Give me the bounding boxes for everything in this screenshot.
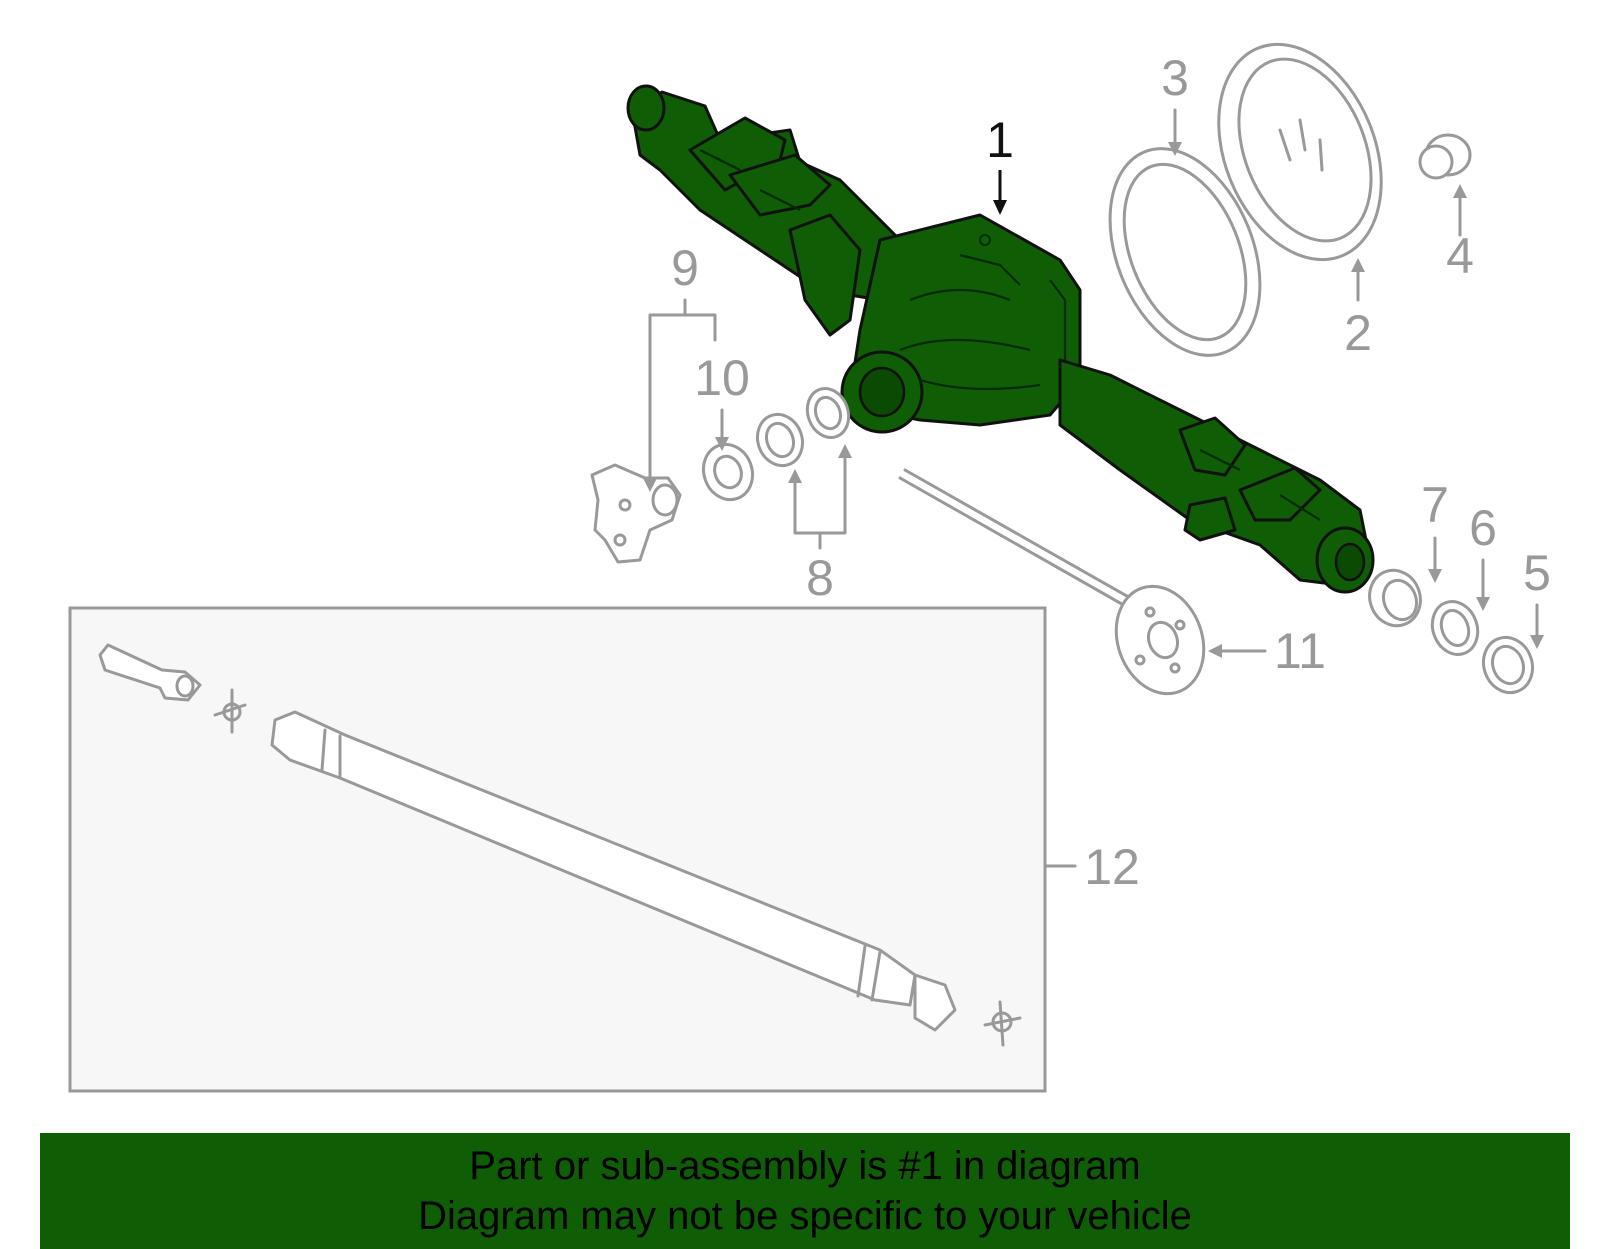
axle-housing-part-1[interactable]: [626, 84, 1375, 594]
callout-6: 6: [1469, 500, 1497, 556]
pinion-bearing-part-8a[interactable]: [750, 408, 809, 472]
axle-shaft-part-11[interactable]: [898, 468, 1218, 706]
callout-2: 2: [1344, 305, 1372, 361]
callout-5: 5: [1523, 545, 1551, 601]
fill-plug-part-4[interactable]: [1418, 133, 1472, 180]
banner-line-1: Part or sub-assembly is #1 in diagram: [469, 1144, 1141, 1188]
callout-8: 8: [806, 550, 834, 606]
callout-1: 1: [986, 112, 1014, 168]
differential-cover-part-2[interactable]: [1189, 20, 1412, 284]
axle-seal-part-5[interactable]: [1476, 630, 1540, 699]
banner-line-2: Diagram may not be specific to your vehi…: [418, 1194, 1192, 1238]
axle-seal-part-6[interactable]: [1425, 595, 1485, 661]
pinion-bearing-part-8b[interactable]: [801, 383, 856, 444]
pinion-yoke-part-9[interactable]: [590, 463, 682, 564]
drive-shaft-part-12[interactable]: [98, 643, 1022, 1047]
axle-bearing-part-7[interactable]: [1362, 563, 1428, 633]
part-notice-banner: Part or sub-assembly is #1 in diagram Di…: [40, 1133, 1570, 1249]
callout-4: 4: [1446, 228, 1474, 284]
callout-10: 10: [694, 350, 750, 406]
callout-9: 9: [671, 240, 699, 296]
leader-lines: [643, 108, 1544, 868]
cover-gasket-part-3[interactable]: [1081, 126, 1288, 377]
pinion-seal-part-10[interactable]: [696, 437, 760, 506]
callout-7: 7: [1421, 477, 1449, 533]
callout-12: 12: [1084, 839, 1140, 895]
callout-11: 11: [1274, 623, 1326, 679]
callout-3: 3: [1161, 50, 1189, 106]
